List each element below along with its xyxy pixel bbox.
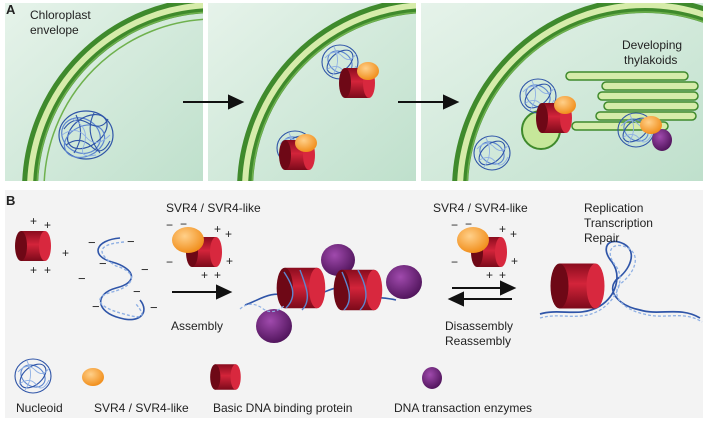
released-complex — [539, 240, 703, 323]
svg-text:−: − — [180, 217, 187, 231]
svr4-complex-1 — [172, 227, 222, 267]
svg-text:+: + — [62, 246, 69, 260]
legend-nucleoid-label: Nucleoid — [16, 401, 63, 415]
svr4-label-1: SVR4 / SVR4-like — [166, 201, 261, 215]
svg-text:+: + — [226, 254, 233, 268]
chloroplast-envelope-label-2: envelope — [30, 23, 79, 37]
svg-text:+: + — [44, 263, 51, 277]
developing-thylakoids-label-1: Developing — [622, 38, 683, 52]
svg-text:−: − — [99, 256, 107, 271]
chloroplast-envelope-label-1: Chloroplast — [30, 8, 91, 22]
svg-text:−: − — [166, 255, 173, 269]
charge-signs: + + + + + — [30, 214, 69, 277]
panel-a-stage-2 — [208, 3, 416, 181]
svg-text:−: − — [127, 234, 135, 249]
svg-text:+: + — [214, 222, 221, 236]
svg-text:+: + — [510, 227, 517, 241]
dna-negative-charges: −−− −−− −− — [78, 234, 158, 315]
function-repair: Repair — [584, 231, 620, 245]
panel-a-letter: A — [6, 2, 16, 17]
svg-text:−: − — [88, 235, 96, 250]
svg-text:+: + — [44, 218, 51, 232]
svg-text:−: − — [92, 299, 100, 314]
legend-basic-protein-label: Basic DNA binding protein — [213, 401, 353, 415]
panel-b-letter: B — [6, 193, 16, 208]
purple-oval-icon — [652, 129, 672, 151]
orange-oval-icon — [82, 368, 104, 386]
assembly-label: Assembly — [171, 319, 224, 333]
assembly-arrow — [172, 284, 233, 300]
panel-a-stage-1 — [5, 3, 203, 181]
svg-text:−: − — [451, 218, 458, 232]
panel-a-arrows — [183, 94, 460, 110]
svg-text:−: − — [465, 217, 472, 231]
legend-svr4-label: SVR4 / SVR4-like — [94, 401, 189, 415]
equilibrium-arrows — [447, 280, 517, 307]
orange-oval-icon — [295, 134, 317, 152]
orange-oval-icon — [640, 116, 662, 134]
developing-thylakoids-label-2: thylakoids — [624, 53, 678, 67]
red-cylinder-icon — [210, 364, 241, 390]
disassembly-label: Disassembly — [445, 319, 514, 333]
svg-text:+: + — [499, 222, 506, 236]
svg-text:+: + — [201, 268, 208, 282]
svg-text:+: + — [486, 268, 493, 282]
orange-oval-icon — [554, 96, 576, 114]
svg-text:−: − — [78, 271, 86, 286]
svg-text:+: + — [225, 227, 232, 241]
svr4-complex-2 — [457, 227, 507, 267]
svg-text:−: − — [451, 255, 458, 269]
purple-oval-icon — [422, 367, 442, 389]
thylakoid-stack — [565, 71, 699, 131]
svg-text:+: + — [511, 254, 518, 268]
reassembly-label: Reassembly — [445, 334, 512, 348]
function-replication: Replication — [584, 201, 644, 215]
svg-text:−: − — [133, 284, 141, 299]
function-transcription: Transcription — [584, 216, 653, 230]
assembled-complex — [239, 244, 422, 343]
dna-helix — [97, 237, 145, 321]
svg-text:+: + — [30, 214, 37, 228]
svg-text:+: + — [30, 263, 37, 277]
svg-text:−: − — [166, 218, 173, 232]
svg-text:+: + — [214, 268, 221, 282]
legend-dna-enzymes-label: DNA transaction enzymes — [394, 401, 533, 415]
svg-text:+: + — [499, 268, 506, 282]
panel-a-stage-3 — [421, 3, 703, 181]
svg-text:−: − — [141, 262, 149, 277]
svr4-label-2: SVR4 / SVR4-like — [433, 201, 528, 215]
basic-protein — [15, 231, 51, 261]
orange-oval-icon — [357, 62, 379, 80]
svg-text:−: − — [150, 300, 158, 315]
